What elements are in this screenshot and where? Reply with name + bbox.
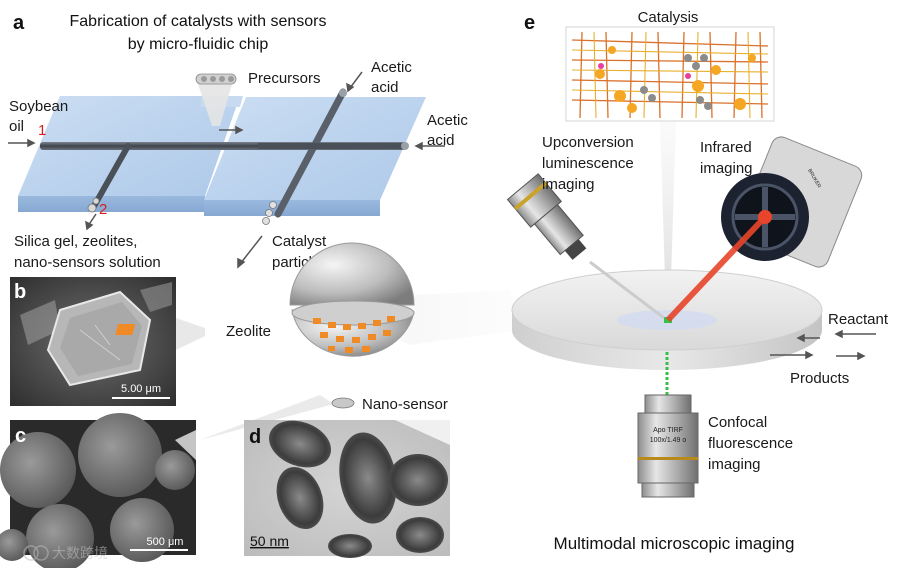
catalysis-structure — [565, 26, 775, 122]
acetic-acid-top-label-1: Acetic — [371, 59, 412, 76]
upconversion-beam — [589, 260, 665, 320]
acetic-acid-right-label-1: Acetic — [427, 112, 468, 129]
multimodal-caption: Multimodal microscopic imaging — [554, 534, 795, 553]
droplet — [92, 197, 100, 205]
silica-label-2: nano-sensors solution — [14, 254, 161, 271]
upconversion-label-2: luminescence — [542, 155, 634, 172]
reactant-label: Reactant — [828, 311, 889, 328]
confocal-label-1: Confocal — [708, 414, 767, 431]
nano-sensor-label: Nano-sensor — [362, 396, 448, 413]
branch-channel-2 — [90, 143, 131, 211]
inlet-number-2: 2 — [99, 201, 107, 218]
droplet — [87, 203, 97, 213]
precursors-label: Precursors — [248, 70, 321, 87]
zeolite-cone — [176, 318, 205, 350]
soybean-label-2: oil — [9, 118, 24, 135]
zeolite-label: Zeolite — [226, 323, 271, 340]
infrared-label-1: Infrared — [700, 139, 752, 156]
catalyst-label-1: Catalyst — [272, 233, 327, 250]
panel-a-title-line1: Fabrication of catalysts with sensors — [70, 13, 327, 30]
panel-label-e: e — [524, 12, 535, 34]
scale-bar-d: 50 nm — [250, 533, 289, 549]
panel-label-c: c — [15, 425, 26, 447]
nano-sensor-cone — [200, 395, 334, 440]
channel-end-top — [339, 89, 347, 97]
droplet — [265, 209, 273, 217]
watermark: 大数跨境 — [23, 545, 108, 561]
catalysis-label: Catalysis — [638, 9, 699, 26]
droplet — [262, 217, 270, 225]
chip-left-side — [18, 196, 205, 212]
upconversion-objective — [506, 173, 587, 260]
inlet-number-1: 1 — [38, 122, 46, 139]
scale-bar-b: 5.00 μm — [121, 383, 161, 395]
panel-a-title-line2: by micro-fluidic chip — [128, 36, 269, 53]
products-label: Products — [790, 370, 849, 387]
nano-sensor-icon — [331, 397, 355, 409]
confocal-objective: Apo TIRF 100x/1.49 o — [637, 394, 699, 498]
upconversion-label-3: imaging — [542, 176, 595, 193]
objective-text-2: 100x/1.49 o — [650, 437, 687, 444]
confocal-label-2: fluorescence — [708, 435, 793, 452]
sample-stage — [511, 269, 823, 370]
panel-b-sem — [10, 277, 176, 406]
channel-end-right — [401, 142, 409, 150]
vertical-channel-right — [274, 88, 347, 218]
panel-label-d: d — [249, 426, 261, 448]
zeolite-icon — [115, 324, 136, 335]
panel-d-tem — [244, 420, 450, 558]
confocal-label-3: imaging — [708, 456, 761, 473]
objective-text-1: Apo TIRF — [653, 427, 683, 434]
zeolite-particles — [313, 316, 395, 353]
panel-label-a: a — [13, 12, 25, 34]
scale-bar-c: 500 μm — [147, 536, 184, 548]
precursor-cone — [198, 84, 232, 126]
acetic-acid-top-label-2: acid — [371, 79, 399, 96]
panel-c-sem — [0, 413, 196, 568]
soybean-label-1: Soybean — [9, 98, 68, 115]
infrared-label-2: imaging — [700, 160, 753, 177]
acetic-acid-right-label-2: acid — [427, 132, 455, 149]
panel-label-b: b — [14, 281, 26, 303]
panel-a-chip — [8, 71, 445, 269]
catalyst-sphere — [289, 242, 520, 357]
flow-arrows — [770, 329, 876, 361]
infrared-beam — [665, 214, 768, 323]
upconversion-label-1: Upconversion — [542, 134, 634, 151]
droplet — [269, 201, 277, 209]
silica-label-1: Silica gel, zeolites, — [14, 233, 137, 250]
watermark-text: 大数跨境 — [52, 545, 108, 561]
chip-right-side — [204, 200, 380, 216]
catalysis-beam — [660, 122, 676, 310]
